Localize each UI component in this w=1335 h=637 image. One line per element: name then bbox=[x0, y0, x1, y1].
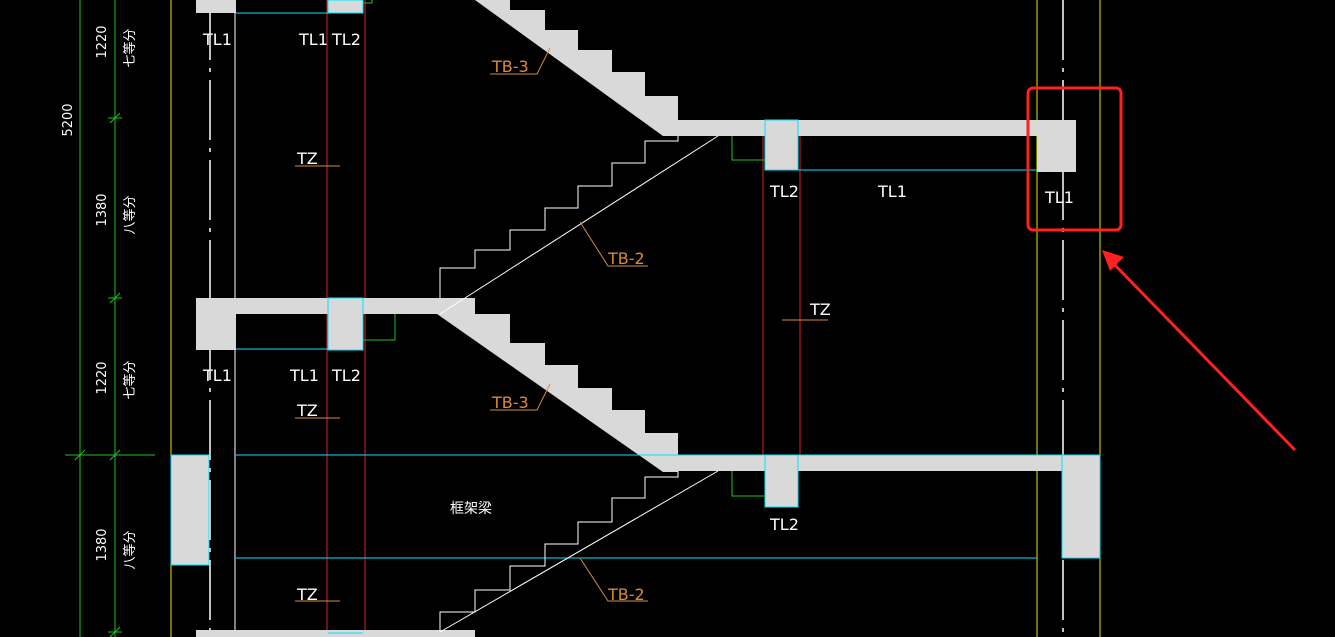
highlight-annotation bbox=[1026, 86, 1297, 452]
label-tl1-mid: TL1 bbox=[289, 366, 319, 385]
label-tb2-upper: TB-2 bbox=[607, 249, 645, 268]
label-tz-2: TZ bbox=[809, 300, 831, 319]
component-labels: TL1 TL1 TL2 TB-3 TZ TL2 TL1 TL1 TB-2 TZ … bbox=[202, 30, 1074, 604]
step-note-3: 七等分 bbox=[122, 360, 138, 399]
label-tb3-mid: TB-3 bbox=[491, 393, 529, 412]
dim-seg-2: 1380 bbox=[95, 193, 110, 226]
label-tl1-upper-right: TL1 bbox=[877, 182, 907, 201]
leader-lines bbox=[295, 47, 828, 602]
label-tl1-mid-left: TL1 bbox=[202, 366, 232, 385]
label-frame-beam: 框架梁 bbox=[450, 501, 492, 517]
highlight-box bbox=[1026, 86, 1123, 232]
dim-seg-4: 1380 bbox=[95, 528, 110, 561]
label-tz-3: TZ bbox=[296, 401, 318, 420]
label-tl1-top-left: TL1 bbox=[202, 30, 232, 49]
label-tl2-lower: TL2 bbox=[769, 515, 799, 534]
label-tl1-top-mid: TL1 bbox=[298, 30, 328, 49]
step-note-2: 八等分 bbox=[122, 195, 138, 234]
label-tb2-lower: TB-2 bbox=[607, 585, 645, 604]
label-tz-1: TZ bbox=[296, 149, 318, 168]
cyan-edges bbox=[170, 0, 1101, 634]
dim-seg-1: 1220 bbox=[95, 25, 110, 58]
concrete-elements bbox=[171, 0, 1100, 637]
pointer-arrow-shaft bbox=[1110, 260, 1297, 452]
step-note-1: 七等分 bbox=[122, 28, 138, 67]
dimension-lines bbox=[65, 0, 155, 637]
label-tb3-top: TB-3 bbox=[491, 57, 529, 76]
label-tz-4: TZ bbox=[296, 585, 318, 604]
pointer-arrow-head bbox=[1102, 250, 1124, 271]
step-note-4: 八等分 bbox=[122, 530, 138, 569]
label-tl2-top: TL2 bbox=[331, 30, 361, 49]
dim-total: 5200 bbox=[61, 103, 76, 136]
label-tl1-highlighted: TL1 bbox=[1044, 188, 1074, 207]
dimension-texts: 5200 1220 1380 1220 1380 七等分 八等分 七等分 八等分 bbox=[61, 25, 138, 569]
green-outlines bbox=[363, 0, 765, 497]
stair-outlines bbox=[439, 135, 719, 633]
label-tl2-mid: TL2 bbox=[331, 366, 361, 385]
label-tl2-upper-right: TL2 bbox=[769, 182, 799, 201]
dim-seg-3: 1220 bbox=[95, 361, 110, 394]
